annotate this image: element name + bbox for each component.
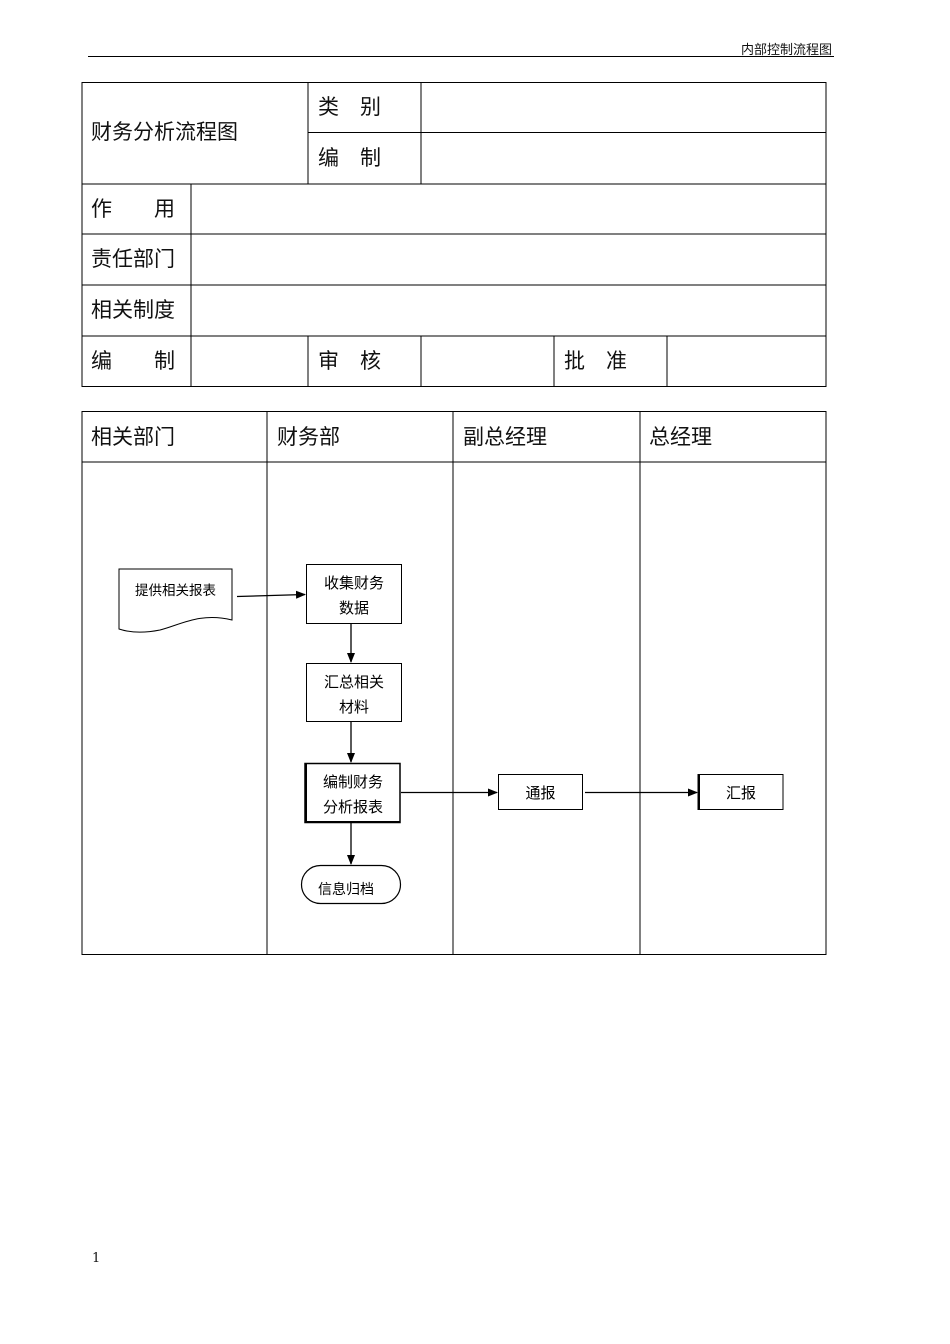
archive-text: 信息归档 bbox=[318, 881, 374, 898]
lane-header-vice-gm: 副总经理 bbox=[463, 425, 547, 449]
approve-label: 批 准 bbox=[564, 349, 627, 373]
page-number: 1 bbox=[92, 1251, 101, 1266]
collect-box bbox=[306, 564, 402, 624]
notify-text: 通报 bbox=[525, 784, 555, 802]
document-shape bbox=[118, 568, 233, 633]
purpose-label: 作 用 bbox=[91, 197, 175, 221]
prepared-label: 编 制 bbox=[91, 349, 175, 373]
collect-text-2: 数据 bbox=[339, 599, 369, 617]
category-label: 类 别 bbox=[318, 95, 381, 119]
arrow-doc-to-collect bbox=[236, 590, 306, 599]
lane-header-gm: 总经理 bbox=[649, 425, 712, 449]
rules-label: 相关制度 bbox=[91, 298, 175, 322]
notify-box bbox=[498, 774, 583, 810]
summarize-text-1: 汇总相关 bbox=[324, 673, 384, 691]
running-header: 内部控制流程图 bbox=[740, 43, 832, 58]
compile-text-1: 编制财务 bbox=[323, 773, 383, 791]
report-text: 汇报 bbox=[726, 784, 756, 802]
header-rule bbox=[88, 56, 834, 57]
summarize-box bbox=[306, 663, 402, 722]
swimlane-border bbox=[81, 411, 827, 955]
dept-label: 责任部门 bbox=[91, 247, 175, 271]
compile-text-2: 分析报表 bbox=[323, 798, 383, 816]
lane-header-related-dept: 相关部门 bbox=[91, 425, 175, 449]
doc-provide-text: 提供相关报表 bbox=[135, 583, 216, 599]
collect-text-1: 收集财务 bbox=[324, 574, 384, 592]
compiler-label: 编 制 bbox=[318, 146, 381, 170]
summarize-text-2: 材料 bbox=[339, 698, 369, 716]
lane-header-finance: 财务部 bbox=[277, 425, 340, 449]
archive-terminator bbox=[300, 864, 402, 905]
review-label: 审 核 bbox=[318, 349, 381, 373]
form-title: 财务分析流程图 bbox=[91, 120, 238, 144]
report-box bbox=[697, 774, 784, 810]
